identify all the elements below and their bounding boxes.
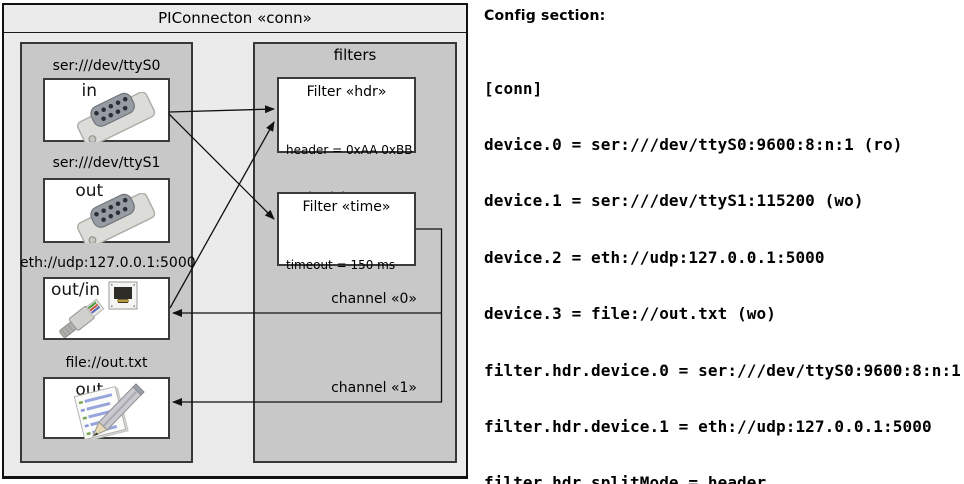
config-line: device.3 = file://out.txt (wo) (484, 304, 776, 324)
config-line: filter.hdr.splitMode = header (484, 473, 767, 484)
filter-attribute: header = 0xAA 0xBB (286, 143, 413, 157)
serial-connector-icon (77, 92, 156, 142)
device-box-file: out (43, 377, 170, 439)
filter-attribute: timeout = 150 ms (286, 258, 396, 272)
filter-hdr-box: Filter «hdr» header = 0xAA 0xBB payloadS… (277, 77, 416, 204)
device-box-ttyS1: out (43, 178, 170, 243)
notepad-document-icon (73, 383, 145, 439)
config-line: filter.hdr.device.0 = ser:///dev/ttyS0:9… (484, 360, 961, 380)
filter-title: Filter «time» (302, 199, 391, 215)
config-line: device.0 = ser:///dev/ttyS0:9600:8:n:1 (… (484, 134, 903, 154)
pencil-icon (92, 383, 145, 437)
device-uri-label: eth://udp:127.0.0.1:5000 (20, 255, 196, 271)
device-port-label: out/in (51, 280, 101, 300)
config-line: device.2 = eth://udp:127.0.0.1:5000 (484, 247, 825, 267)
diagram-title: PIConnecton «conn» (4, 5, 466, 33)
device-uri-label: ser:///dev/ttyS1 (52, 155, 161, 171)
config-line: device.1 = ser:///dev/ttyS1:115200 (wo) (484, 191, 864, 211)
channel-1-label: channel «1» (331, 380, 417, 396)
device-box-ttyS0: in (43, 78, 170, 142)
ethernet-connector-icon (59, 281, 138, 338)
config-text-block: [conn] device.0 = ser:///dev/ttyS0:9600:… (484, 42, 964, 484)
device-port-label: in (81, 81, 98, 101)
filter-title: Filter «hdr» (306, 84, 387, 100)
serial-connector-icon (77, 193, 156, 243)
config-section-heading: Config section: (484, 8, 606, 24)
config-line: [conn] (484, 78, 543, 98)
filter-time-box: Filter «time» timeout = 150 ms (277, 192, 416, 272)
device-port-label: out (75, 181, 104, 201)
channel-0-label: channel «0» (331, 291, 417, 307)
device-uri-label: file://out.txt (65, 355, 148, 371)
filters-panel-title: filters (333, 46, 377, 64)
config-line: filter.hdr.device.1 = eth://udp:127.0.0.… (484, 416, 932, 436)
device-box-eth: out/in (43, 277, 170, 340)
device-uri-label: ser:///dev/ttyS0 (52, 58, 161, 74)
